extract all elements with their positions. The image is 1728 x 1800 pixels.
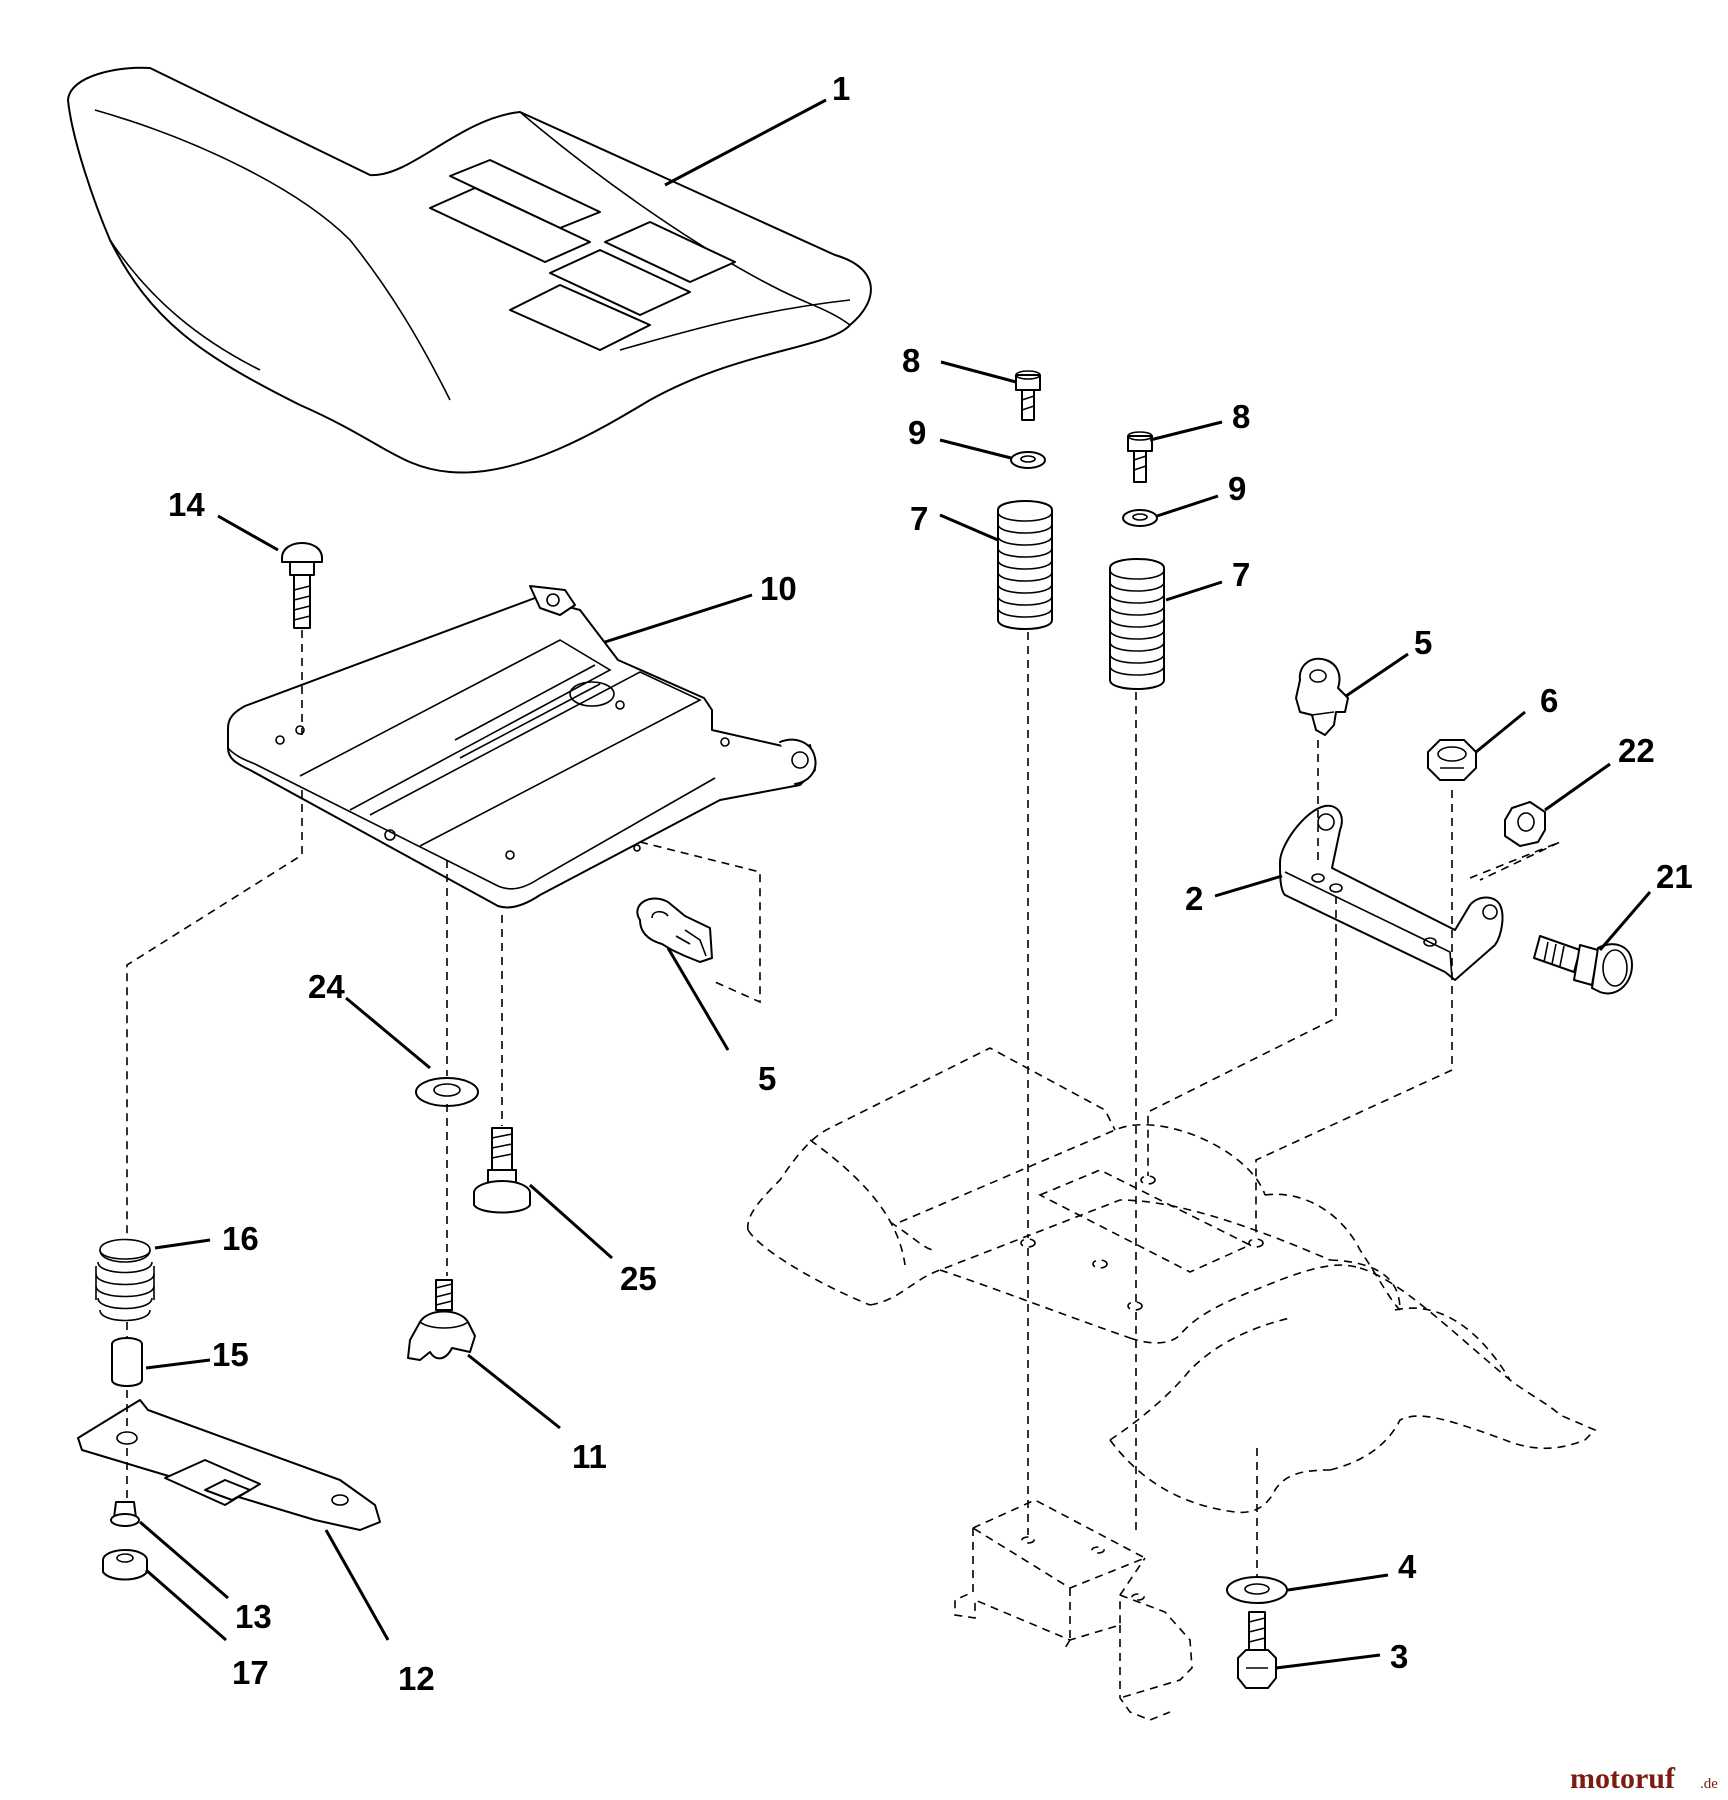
callout-9-left: 9 — [908, 414, 926, 451]
callout-2: 2 — [1185, 880, 1203, 917]
nut-part-6 — [1427, 739, 1477, 781]
spring-part-7-right — [1109, 558, 1165, 690]
bracket-part-12 — [77, 1399, 381, 1531]
callout-11: 11 — [572, 1438, 607, 1475]
callout-4: 4 — [1398, 1548, 1417, 1585]
callout-5-left: 5 — [758, 1060, 776, 1097]
seat-part-1 — [67, 66, 872, 474]
watermark-logo: motoruf .de — [1570, 1762, 1718, 1795]
shoulder-bolt-part-25 — [473, 1127, 531, 1214]
callout-17: 17 — [232, 1654, 269, 1691]
shoulder-bolt-part-21 — [1533, 935, 1633, 995]
washer-part-9-left — [1010, 451, 1046, 469]
callout-5-right: 5 — [1414, 624, 1432, 661]
spring-part-7-left — [997, 500, 1053, 630]
washer-part-4 — [1226, 1576, 1288, 1604]
spring-part-16 — [95, 1238, 155, 1322]
callout-6: 6 — [1540, 682, 1558, 719]
clip-part-5-left — [636, 897, 713, 963]
bracket-part-2 — [1279, 804, 1504, 981]
callout-8-left: 8 — [902, 342, 920, 379]
nut-part-22 — [1504, 801, 1546, 847]
callout-10: 10 — [760, 570, 797, 607]
washer-part-9-right — [1122, 509, 1158, 527]
watermark-brand: motoruf — [1570, 1762, 1676, 1795]
assembly-lines — [126, 630, 1561, 1576]
callout-3: 3 — [1390, 1638, 1408, 1675]
bolt-part-8-right — [1127, 431, 1153, 483]
callout-24: 24 — [308, 968, 345, 1005]
clip-part-5-right — [1295, 657, 1349, 736]
wing-knob-part-11 — [407, 1279, 476, 1361]
callout-13: 13 — [235, 1598, 272, 1635]
flange-nut-part-13 — [110, 1501, 140, 1527]
bolt-part-8-left — [1015, 370, 1041, 421]
callout-12: 12 — [398, 1660, 435, 1697]
washer-part-24 — [415, 1077, 479, 1107]
callout-labels: 1 2 3 4 5 5 6 7 7 8 8 9 9 10 11 12 13 14… — [168, 70, 1693, 1697]
callout-7-right: 7 — [1232, 556, 1250, 593]
watermark-tld: .de — [1700, 1776, 1718, 1792]
nut-part-17 — [102, 1549, 148, 1581]
callout-25: 25 — [620, 1260, 657, 1297]
carriage-bolt-part-14 — [281, 542, 323, 629]
callout-22: 22 — [1618, 732, 1655, 769]
spacer-part-15 — [111, 1337, 143, 1387]
callout-8-right: 8 — [1232, 398, 1250, 435]
callout-16: 16 — [222, 1220, 259, 1257]
mount-bracket-phantom — [954, 1499, 1193, 1721]
hex-bolt-part-3 — [1237, 1611, 1277, 1689]
callout-7-left: 7 — [910, 500, 928, 537]
fender-phantom — [747, 1047, 1597, 1514]
seat-pan-part-10 — [227, 585, 817, 909]
callout-9-right: 9 — [1228, 470, 1246, 507]
callout-15: 15 — [212, 1336, 249, 1373]
leader-lines — [139, 98, 1652, 1670]
callout-1: 1 — [832, 70, 850, 107]
callout-14: 14 — [168, 486, 205, 523]
callout-21: 21 — [1656, 858, 1693, 895]
